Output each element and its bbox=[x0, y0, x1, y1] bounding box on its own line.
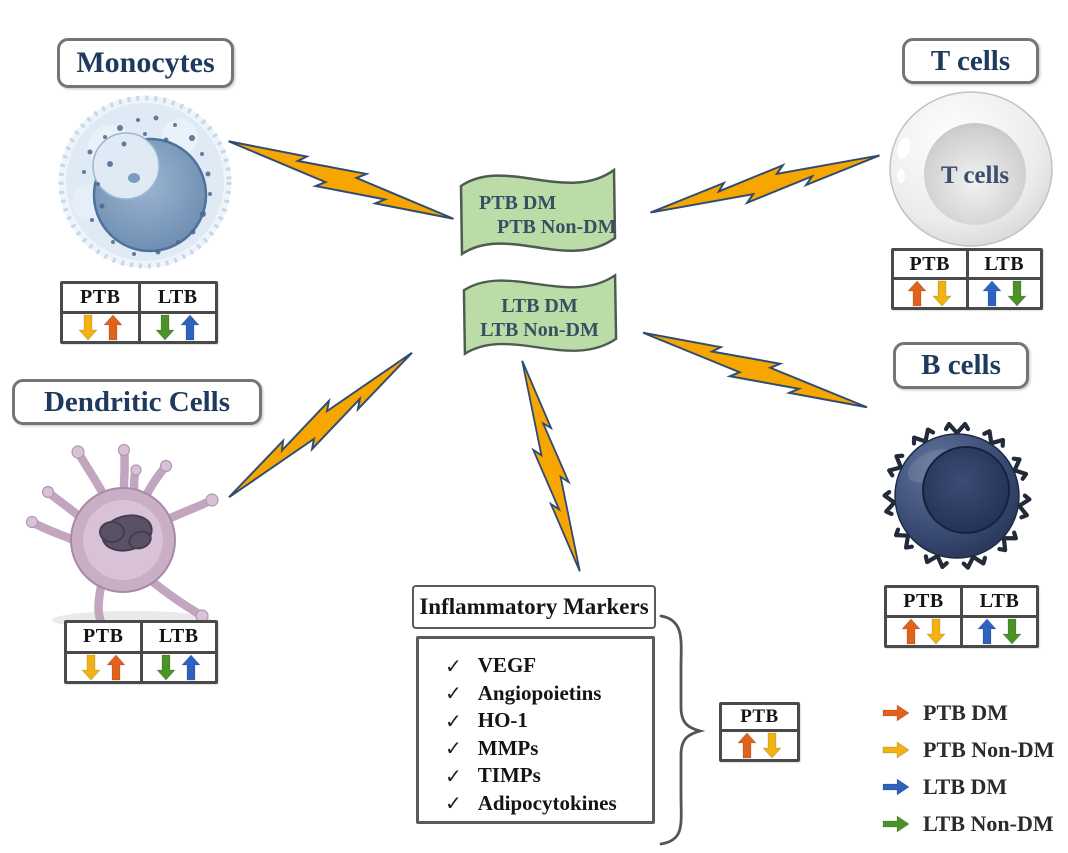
marker-item: ✓ TIMPs bbox=[445, 762, 652, 790]
lightning-bolt-bcells bbox=[637, 318, 873, 422]
up-arrow-icon bbox=[981, 280, 1002, 307]
markers-table: PTB bbox=[719, 702, 800, 762]
down-arrow-icon bbox=[762, 732, 782, 759]
bcells-table: PTB LTB bbox=[884, 585, 1039, 648]
down-arrow-icon bbox=[932, 280, 953, 307]
dendritic-table-ltb-arrows bbox=[139, 653, 216, 681]
legend-row-ltb-nondm: LTB Non-DM bbox=[882, 805, 1054, 842]
bcells-table-ltb-header: LTB bbox=[960, 588, 1036, 615]
tcells-table: PTB LTB bbox=[891, 248, 1043, 310]
up-arrow-icon bbox=[105, 654, 126, 681]
up-arrow-icon bbox=[102, 314, 123, 341]
right-arrow-icon bbox=[882, 740, 910, 759]
bcells-table-ltb-arrows bbox=[960, 618, 1036, 645]
check-icon: ✓ bbox=[445, 708, 462, 733]
marker-item-label: HO-1 bbox=[477, 708, 528, 733]
tcell-inner-label: T cells bbox=[941, 162, 1010, 189]
marker-item: ✓ HO-1 bbox=[445, 707, 652, 735]
down-arrow-icon bbox=[155, 314, 176, 341]
banner-ptb-line2: PTB Non-DM bbox=[497, 216, 617, 238]
marker-item-label: TIMPs bbox=[477, 763, 541, 788]
legend-row-ptb-nondm: PTB Non-DM bbox=[882, 731, 1054, 768]
check-icon: ✓ bbox=[445, 736, 462, 761]
right-arrow-icon bbox=[882, 703, 910, 722]
check-icon: ✓ bbox=[445, 763, 462, 788]
monocytes-table-ptb-arrows bbox=[63, 314, 138, 341]
legend-label: PTB Non-DM bbox=[923, 736, 1055, 762]
check-icon: ✓ bbox=[445, 681, 462, 706]
banner-ptb: PTB DM PTB Non-DM bbox=[455, 160, 620, 265]
marker-item-label: VEGF bbox=[477, 653, 537, 678]
dendritic-table-ltb-header: LTB bbox=[139, 623, 216, 651]
legend-label: PTB DM bbox=[923, 699, 1008, 725]
right-arrow-icon bbox=[882, 740, 910, 759]
down-arrow-icon bbox=[1002, 618, 1022, 645]
markers-table-ptb-arrows bbox=[722, 732, 797, 759]
monocytes-table-ltb-arrows bbox=[137, 314, 216, 341]
legend-label: LTB Non-DM bbox=[923, 810, 1054, 836]
bcells-table-ptb-arrows bbox=[887, 618, 960, 645]
marker-item-label: MMPs bbox=[477, 735, 539, 760]
brace bbox=[659, 614, 705, 846]
up-arrow-icon bbox=[977, 618, 997, 645]
banner-ltb: LTB DM LTB Non-DM bbox=[458, 266, 621, 364]
lightning-bolt-monocytes bbox=[222, 127, 460, 233]
monocytes-table-ptb-header: PTB bbox=[80, 286, 121, 308]
down-arrow-icon bbox=[926, 618, 946, 645]
banner-ptb-line1: PTB DM bbox=[479, 192, 557, 214]
legend: PTB DM PTB Non-DM LTB DM LTB Non-DM bbox=[882, 694, 1054, 842]
marker-item-label: Angiopoietins bbox=[477, 680, 602, 705]
dendritic-cells-label: Dendritic Cells bbox=[12, 379, 262, 425]
down-arrow-icon bbox=[77, 314, 98, 341]
lightning-bolt-dendritic bbox=[219, 341, 422, 509]
tcells-table-ptb-header: PTB bbox=[909, 252, 950, 275]
down-arrow-icon bbox=[1006, 280, 1027, 307]
bcells-table-ptb-header: PTB bbox=[903, 590, 944, 612]
legend-row-ltb-dm: LTB DM bbox=[882, 768, 1054, 805]
tcells-table-ptb-arrows bbox=[894, 280, 966, 307]
marker-item: ✓ Adipocytokines bbox=[445, 790, 652, 818]
tcells-label: T cells bbox=[902, 38, 1039, 84]
right-arrow-icon bbox=[882, 814, 910, 833]
check-icon: ✓ bbox=[445, 653, 462, 678]
inflammatory-markers-label: Inflammatory Markers bbox=[412, 585, 656, 629]
up-arrow-icon bbox=[180, 314, 201, 341]
bcells-label: B cells bbox=[893, 342, 1029, 389]
right-arrow-icon bbox=[882, 777, 910, 796]
lightning-bolt-markers bbox=[508, 356, 594, 576]
dendritic-table-ptb-header: PTB bbox=[83, 625, 124, 648]
monocyte-cell-image bbox=[58, 95, 232, 269]
legend-label: LTB DM bbox=[923, 773, 1008, 799]
inflammatory-markers-list-box: ✓ VEGF ✓ Angiopoietins ✓ HO-1 ✓ MMPs ✓ T… bbox=[416, 636, 655, 824]
check-icon: ✓ bbox=[445, 791, 462, 816]
down-arrow-icon bbox=[156, 654, 177, 681]
monocytes-table-ltb-header: LTB bbox=[137, 284, 216, 311]
right-arrow-icon bbox=[882, 814, 910, 833]
markers-table-ptb-header: PTB bbox=[740, 706, 779, 727]
monocytes-table: PTB LTB bbox=[60, 281, 218, 344]
banner-ltb-line1: LTB DM bbox=[501, 295, 578, 317]
legend-row-ptb-dm: PTB DM bbox=[882, 694, 1054, 731]
marker-item: ✓ MMPs bbox=[445, 735, 652, 763]
dendritic-cell-image bbox=[25, 443, 219, 639]
down-arrow-icon bbox=[80, 654, 101, 681]
right-arrow-icon bbox=[882, 703, 910, 722]
monocytes-label: Monocytes bbox=[57, 38, 234, 88]
tcells-table-ltb-header: LTB bbox=[965, 251, 1041, 277]
bcell-image bbox=[870, 416, 1045, 581]
dendritic-table-ptb-arrows bbox=[67, 654, 140, 682]
marker-item: ✓ Angiopoietins bbox=[445, 680, 652, 708]
marker-item-label: Adipocytokines bbox=[477, 790, 617, 815]
right-arrow-icon bbox=[882, 777, 910, 796]
up-arrow-icon bbox=[737, 732, 757, 759]
lightning-bolt-tcells bbox=[646, 140, 884, 228]
marker-item: ✓ VEGF bbox=[445, 652, 652, 680]
tcell-image: T cells bbox=[889, 91, 1053, 247]
banner-ltb-line2: LTB Non-DM bbox=[480, 319, 599, 341]
up-arrow-icon bbox=[181, 654, 202, 681]
dendritic-table: PTB LTB bbox=[64, 620, 218, 684]
tcells-table-ltb-arrows bbox=[965, 280, 1041, 307]
up-arrow-icon bbox=[907, 280, 928, 307]
up-arrow-icon bbox=[901, 618, 921, 645]
